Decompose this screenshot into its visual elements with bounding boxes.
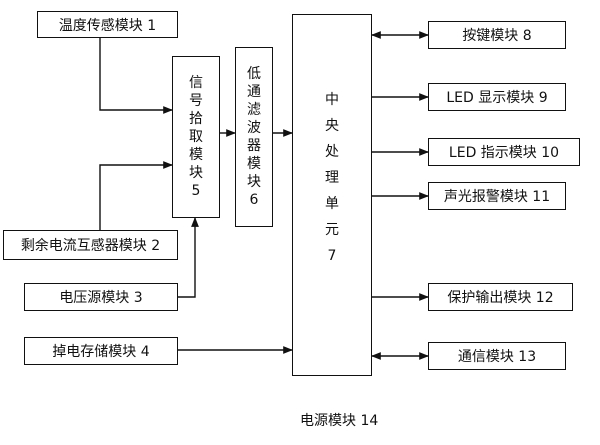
led-display-label: LED 显示模块 9 <box>446 90 548 106</box>
communication-module: 通信模块 13 <box>428 342 566 370</box>
temp-sensor-module: 温度传感模块 1 <box>37 11 178 38</box>
filter-char: 器 <box>247 138 261 154</box>
keypad-label: 按键模块 8 <box>462 28 532 44</box>
protection-output-module: 保护输出模块 12 <box>428 283 573 311</box>
signal-pickup-char: 信 <box>189 75 203 91</box>
signal-pickup-char: 拾 <box>189 111 203 127</box>
cpu-char: 理 <box>325 170 339 186</box>
signal-pickup-char: 块 <box>189 165 203 181</box>
filter-char: 通 <box>247 84 261 100</box>
power-supply-label: 电源模块 14 <box>300 413 379 429</box>
keypad-module: 按键模块 8 <box>428 21 566 49</box>
filter-char: 模 <box>247 156 261 172</box>
filter-char: 6 <box>249 192 259 208</box>
cpu-char: 单 <box>325 196 339 212</box>
cpu-char: 元 <box>325 222 339 238</box>
cpu-char: 中 <box>325 92 339 108</box>
cpu-char: 处 <box>325 144 339 160</box>
filter-char: 波 <box>247 120 261 136</box>
temp-sensor-label: 温度传感模块 1 <box>58 17 157 34</box>
signal-pickup-char: 模 <box>189 147 203 163</box>
filter-char: 滤 <box>247 102 261 118</box>
voltage-source-label: 电压源模块 3 <box>59 290 143 306</box>
residual-current-label: 剩余电流互感器模块 2 <box>20 238 161 254</box>
link-temp-to-pickup <box>99 37 173 114</box>
sound-light-alarm-module: 声光报警模块 11 <box>428 182 566 210</box>
led-indicator-label: LED 指示模块 10 <box>448 145 560 161</box>
signal-pickup-char: 5 <box>191 183 201 199</box>
residual-current-module: 剩余电流互感器模块 2 <box>3 230 178 260</box>
power-down-storage-label: 掉电存储模块 4 <box>52 344 150 360</box>
power-down-storage-module: 掉电存储模块 4 <box>24 337 178 365</box>
low-pass-filter-module: 低 通 滤 波 器 模 块 6 <box>235 47 273 227</box>
signal-pickup-char: 取 <box>189 129 203 145</box>
link-voltage-to-pickup <box>178 217 199 298</box>
filter-char: 块 <box>247 174 261 190</box>
communication-label: 通信模块 13 <box>457 349 537 365</box>
power-supply-module: 电源模块 14 <box>300 410 378 430</box>
protection-output-label: 保护输出模块 12 <box>447 290 554 306</box>
signal-pickup-char: 号 <box>189 93 203 109</box>
link-residual-to-pickup <box>99 161 173 230</box>
central-processing-unit: 中 央 处 理 单 元 7 <box>292 14 372 376</box>
led-indicator-module: LED 指示模块 10 <box>428 138 580 166</box>
cpu-char: 7 <box>327 248 337 264</box>
signal-pickup-module: 信 号 拾 取 模 块 5 <box>172 56 220 218</box>
sound-light-alarm-label: 声光报警模块 11 <box>443 189 551 205</box>
led-display-module: LED 显示模块 9 <box>428 83 566 111</box>
cpu-char: 央 <box>325 118 339 134</box>
filter-char: 低 <box>247 66 261 82</box>
voltage-source-module: 电压源模块 3 <box>24 283 178 311</box>
